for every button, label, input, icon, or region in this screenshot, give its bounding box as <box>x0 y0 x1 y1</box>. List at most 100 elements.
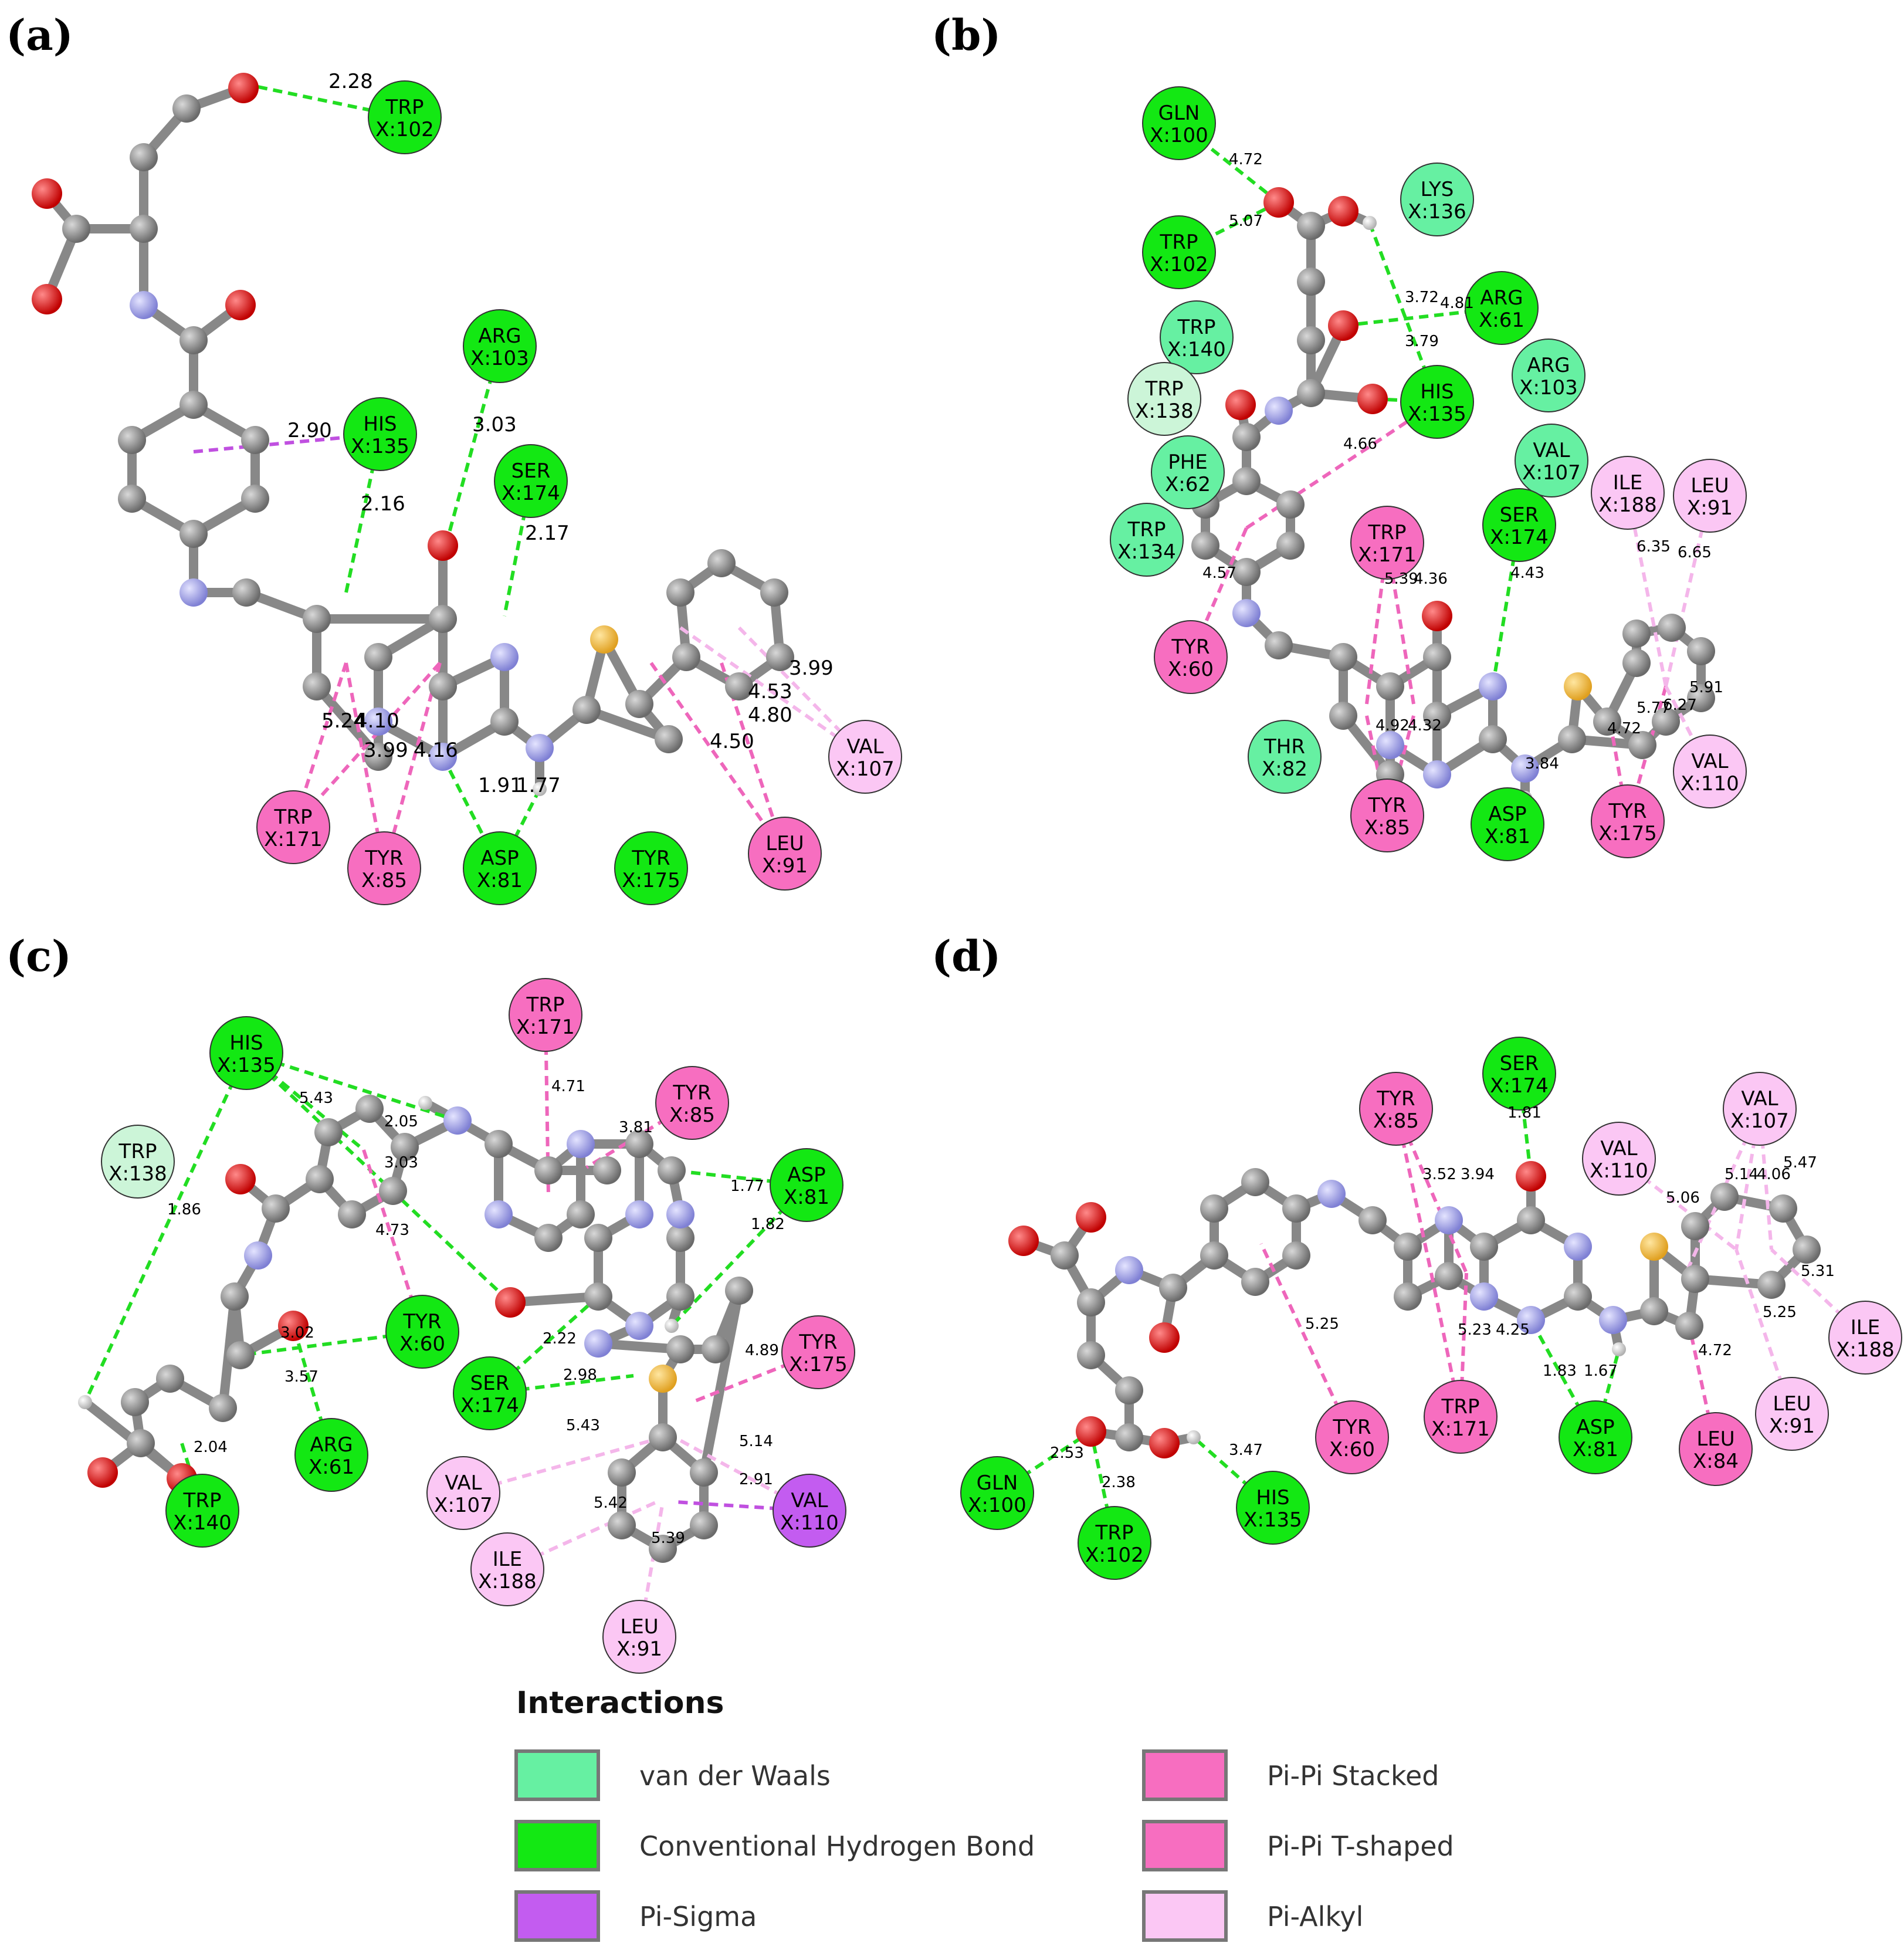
residue-id: X:135 <box>351 435 409 458</box>
bond <box>699 1286 744 1477</box>
residue-bubble <box>770 1148 843 1222</box>
atoms-layer <box>32 73 1821 1563</box>
residue-id: X:138 <box>1135 400 1194 423</box>
carbon-atom <box>1265 631 1293 659</box>
residue-name: SER <box>1500 1052 1539 1075</box>
carbon-atom <box>534 1156 563 1184</box>
residue-bubble <box>494 444 568 518</box>
residue-bubble <box>1127 362 1201 436</box>
residue-bubble <box>1315 1400 1389 1474</box>
nitrogen-atom <box>1511 754 1539 783</box>
residue-name: ASP <box>787 1163 825 1187</box>
residue-bubble <box>453 1356 527 1430</box>
residue-bubble <box>1482 1037 1556 1111</box>
residue-name: SER <box>1500 503 1539 527</box>
residue-name: ASP <box>1488 803 1526 826</box>
carbon-atom <box>1159 1274 1187 1302</box>
carbon-atom <box>303 672 331 700</box>
legend-swatch <box>1142 1820 1228 1871</box>
residue-bubble <box>385 1295 459 1369</box>
carbon-atom <box>1394 1233 1422 1261</box>
carbon-atom <box>355 1095 384 1123</box>
residue-id: X:62 <box>1165 473 1211 496</box>
panel-a-label: (a) <box>6 10 73 60</box>
carbon-atom <box>666 578 694 607</box>
distance-label: 2.28 <box>328 70 373 93</box>
carbon-atom <box>702 1335 730 1363</box>
nitrogen-atom <box>179 578 208 607</box>
residue-id: X:61 <box>1479 309 1524 332</box>
residue-name: GLN <box>977 1471 1018 1495</box>
interaction-line <box>1618 1157 1737 1251</box>
residue-bubble <box>1559 1400 1632 1474</box>
distance-label: 4.72 <box>1698 1342 1732 1359</box>
distance-label: 5.14 <box>739 1433 773 1450</box>
residue-name: SER <box>470 1372 510 1395</box>
distance-label: 5.24 <box>321 709 366 733</box>
residue-bubble <box>828 720 902 794</box>
distance-label: 3.84 <box>1525 755 1559 773</box>
residue-id: X:102 <box>375 118 434 141</box>
residue-id: X:174 <box>460 1394 519 1417</box>
residue-bubble <box>426 1456 500 1530</box>
distance-label: 3.47 <box>1229 1441 1263 1459</box>
residue-bubble <box>1515 424 1588 497</box>
carbon-atom <box>209 1394 237 1422</box>
sulfur-atom <box>1564 672 1592 700</box>
distance-label: 6.65 <box>1678 544 1712 561</box>
legend-swatch <box>514 1749 600 1801</box>
carbon-atom <box>1282 1241 1310 1270</box>
distance-label: 5.42 <box>594 1494 628 1512</box>
distance-label: 4.36 <box>1414 570 1448 588</box>
legend-label: Conventional Hydrogen Bond <box>639 1830 1035 1862</box>
carbon-atom <box>1658 614 1686 642</box>
distance-label: 4.32 <box>1408 717 1442 735</box>
sulfur-atom <box>1640 1233 1668 1261</box>
carbon-atom <box>1282 1194 1310 1223</box>
residue-id: X:135 <box>1408 402 1466 426</box>
residue-bubble <box>1582 1122 1656 1196</box>
distance-label: 4.57 <box>1202 564 1236 582</box>
carbon-atom <box>1077 1288 1105 1316</box>
distance-label: 1.86 <box>167 1201 201 1218</box>
residue-id: X:188 <box>1836 1338 1895 1362</box>
residue-id: X:134 <box>1117 540 1176 564</box>
residue-name: TRP <box>1177 316 1216 339</box>
carbon-atom <box>226 1341 255 1369</box>
panel-d-label: (d) <box>931 931 1001 981</box>
distance-label: 3.02 <box>280 1324 314 1342</box>
carbon-atom <box>760 578 788 607</box>
residue-name: ARG <box>1527 354 1570 377</box>
carbon-atom <box>1232 558 1261 586</box>
distance-label: 5.47 <box>1783 1154 1817 1172</box>
distance-label: 5.39 <box>1384 570 1418 588</box>
carbon-atom <box>179 520 208 548</box>
carbon-atom <box>1297 268 1325 296</box>
distance-label: 5.91 <box>1689 679 1723 696</box>
legend-item-pi-alkyl: Pi-Alkyl <box>1142 1890 1363 1942</box>
nitrogen-atom <box>625 1312 653 1340</box>
residue-id: X:107 <box>836 757 895 781</box>
residue-id: X:110 <box>1590 1159 1648 1183</box>
residue-bubble <box>165 1474 239 1548</box>
residue-bubble <box>1142 86 1216 160</box>
residue-id: X:174 <box>502 482 560 505</box>
distance-label: 4.92 <box>1376 717 1410 735</box>
nitrogen-atom <box>130 291 158 319</box>
residue-id: X:60 <box>1329 1438 1375 1461</box>
residue-bubble <box>1110 503 1184 577</box>
distance-label: 4.53 <box>748 680 792 703</box>
distance-label: 3.99 <box>789 656 834 680</box>
residue-bubble <box>1723 1072 1797 1146</box>
residue-bubble <box>602 1600 676 1674</box>
distance-label: 5.23 <box>1458 1321 1492 1339</box>
residue-name: TYR <box>364 847 403 870</box>
